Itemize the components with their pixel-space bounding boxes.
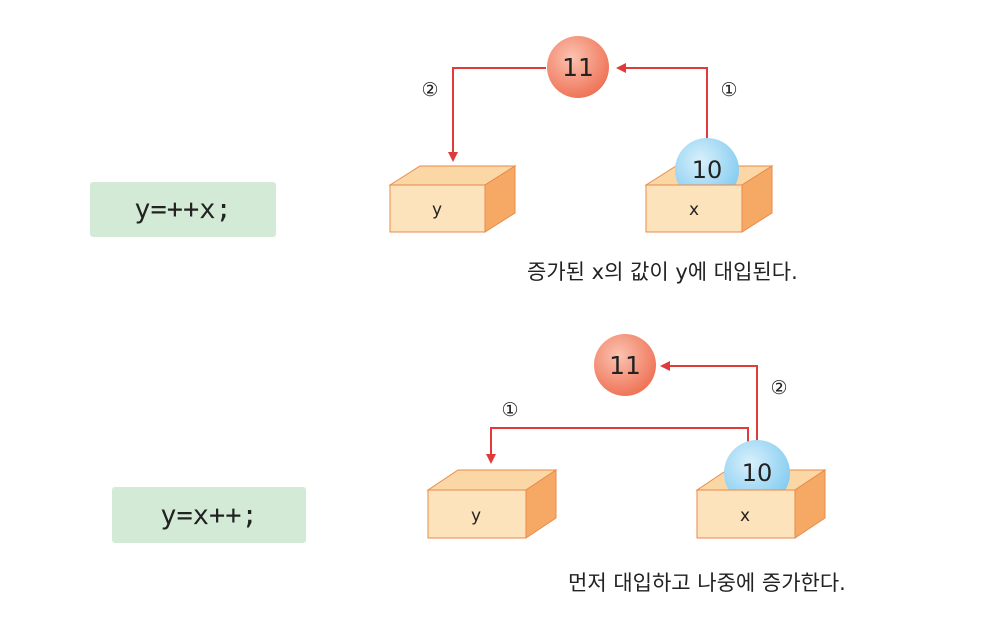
bottom-x-box-label: x — [740, 506, 750, 526]
top-step-2-label: ② — [421, 79, 438, 101]
postfix-code-text: y=x++; — [160, 499, 258, 531]
top-x-box: 10 x — [644, 138, 774, 233]
bottom-x-box: 10 x — [695, 440, 827, 539]
top-y-box: y — [388, 165, 517, 233]
bottom-arrow-increment — [660, 361, 758, 443]
prefix-code-text: y=++x; — [134, 194, 232, 225]
bottom-y-box-label: y — [471, 506, 481, 526]
bottom-step-1-label: ① — [501, 399, 518, 421]
top-arrow-assign — [448, 67, 546, 162]
bottom-source-value: 10 — [742, 459, 773, 487]
top-result-value: 11 — [562, 53, 594, 82]
top-y-box-label: y — [432, 200, 442, 220]
postfix-code-label: y=x++; — [112, 487, 306, 543]
bottom-arrow-assign — [486, 427, 749, 464]
bottom-step-2-label: ② — [770, 377, 787, 399]
top-source-value: 10 — [692, 156, 723, 184]
bottom-y-box: y — [426, 469, 558, 539]
top-x-box-label: x — [689, 200, 699, 220]
prefix-code-label: y=++x; — [90, 182, 276, 237]
top-arrow-increment — [616, 63, 708, 140]
bottom-result-value: 11 — [609, 351, 641, 380]
top-step-1-label: ① — [720, 79, 737, 101]
bottom-result-ball: 11 — [594, 334, 656, 396]
bottom-caption: 먼저 대입하고 나중에 증가한다. — [568, 571, 846, 595]
top-result-ball: 11 — [547, 36, 609, 98]
top-caption: 증가된 x의 값이 y에 대입된다. — [527, 260, 798, 284]
